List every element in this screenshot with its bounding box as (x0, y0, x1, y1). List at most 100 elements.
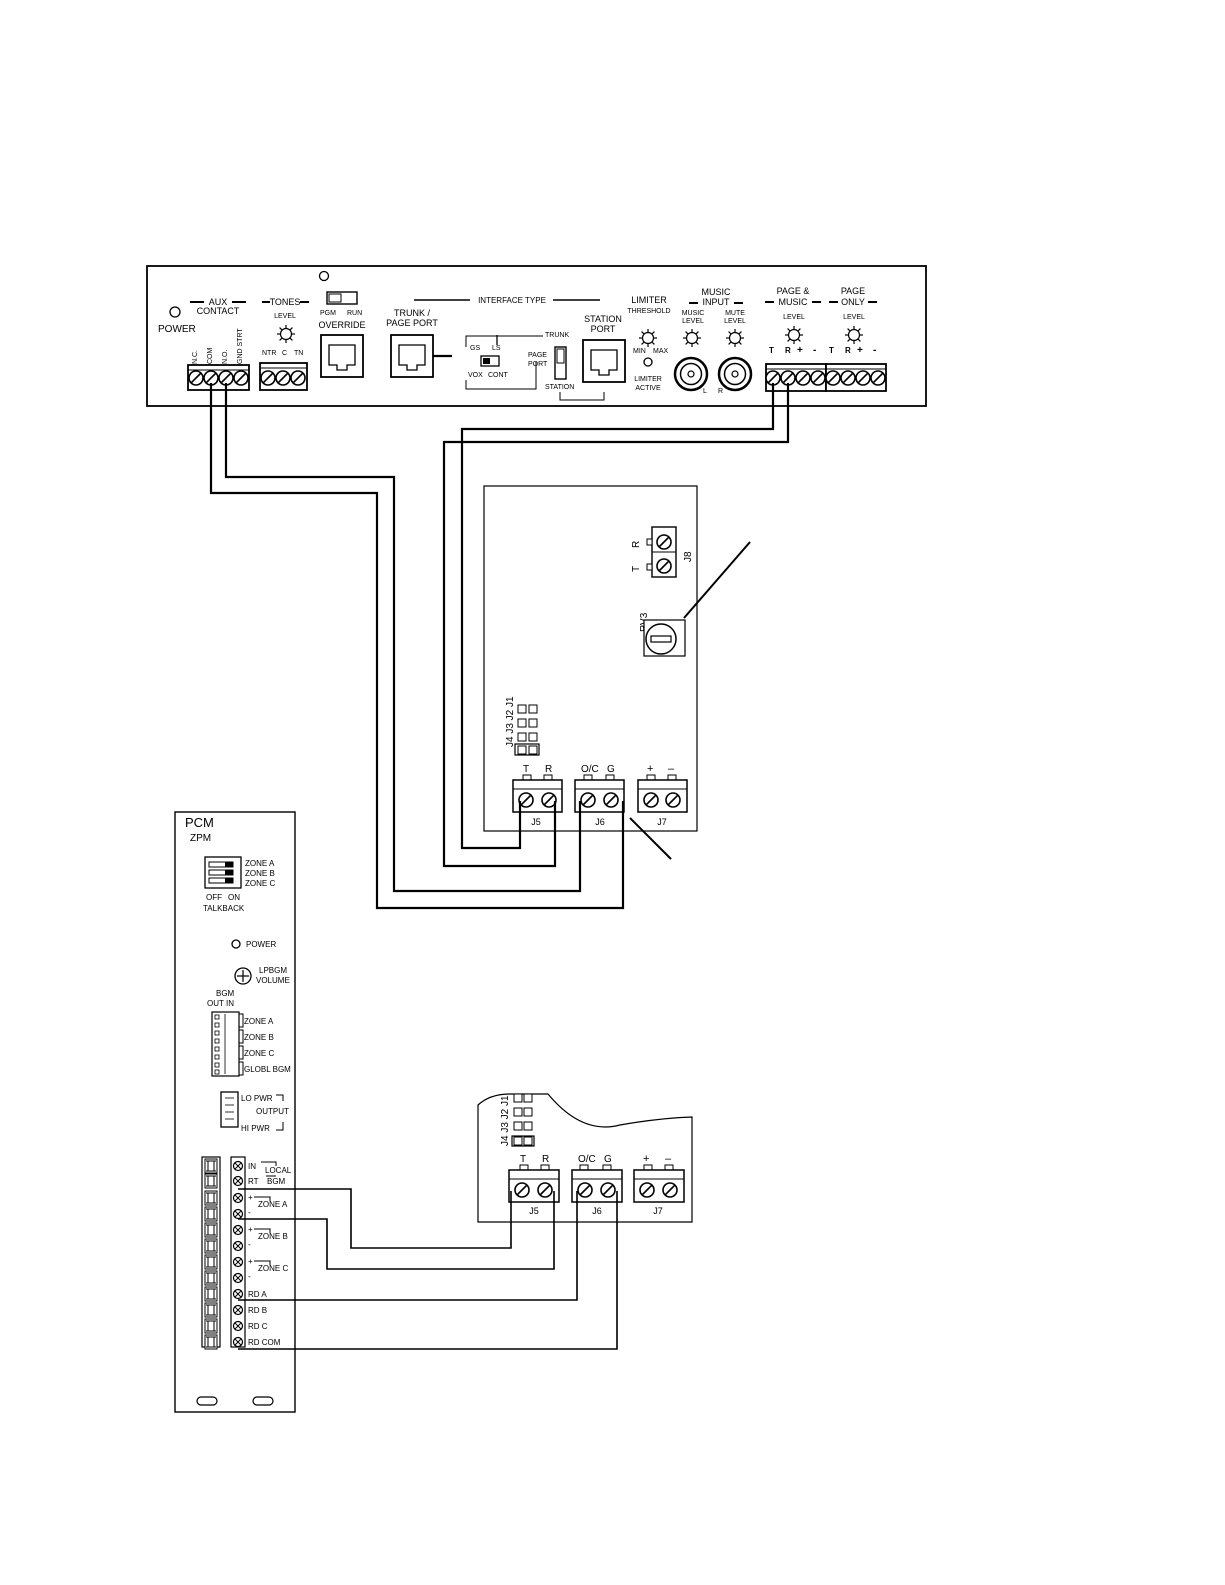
max-label: MAX (653, 348, 669, 355)
station-port-label-a: STATION (584, 314, 622, 324)
lower-j7-connector[interactable] (633, 1164, 685, 1203)
mute-level-knob-icon[interactable] (725, 328, 745, 348)
zone-c-terminal-label: ZONE C (258, 1264, 288, 1273)
svg-text:T: T (769, 346, 774, 355)
page-station-switch[interactable] (554, 346, 567, 380)
trunk-page-port-jack-icon[interactable] (390, 334, 434, 378)
lower-j6-oc-label: O/C (578, 1154, 596, 1165)
lpbgm-volume-knob-icon[interactable] (234, 967, 252, 985)
lower-j5-t-label: T (520, 1154, 526, 1165)
c-label: C (282, 350, 287, 357)
tones-level-label: LEVEL (274, 313, 296, 320)
pcm-power-label: POWER (246, 940, 276, 949)
gs-ls-switch[interactable] (480, 355, 500, 367)
j8-t-label: T (631, 566, 642, 572)
off-label: OFF (206, 893, 222, 902)
j6-g-label: G (607, 764, 615, 775)
aux-label: AUX (209, 297, 228, 307)
tn-label: TN (294, 350, 303, 357)
lower-j5-r-label: R (542, 1154, 549, 1165)
talkback-zone-c-label: ZONE C (245, 879, 275, 888)
page-port-label-2a: PAGE (528, 352, 547, 359)
page-music-terminal-labels: T R + - (769, 345, 816, 356)
page-only-level-knob-icon[interactable] (844, 325, 864, 345)
output-power-switch[interactable] (220, 1091, 239, 1128)
rd-a-label: RD A (248, 1290, 267, 1299)
lower-j6-label: J6 (592, 1206, 602, 1216)
svg-text:R: R (845, 346, 851, 355)
bgm-label: BGM (216, 989, 235, 998)
j8-connector[interactable] (646, 526, 677, 578)
trunk-label-2: TRUNK (545, 332, 569, 339)
lower-j6-g-label: G (604, 1154, 612, 1165)
wire-rd-a-to-j6-oc (238, 1191, 578, 1301)
j6-label: J6 (595, 817, 605, 827)
on-label: ON (228, 893, 240, 902)
svg-text:T: T (829, 346, 834, 355)
lower-circuit-board: J4 J3 J2 J1 T R J5 O/C G J6 + – (477, 1093, 693, 1223)
lower-j7-plus-label: + (643, 1153, 649, 1165)
wire-rd-com-to-j6-g (238, 1191, 618, 1350)
aux-terminal-block[interactable] (187, 364, 250, 391)
lower-j5-connector[interactable] (508, 1164, 560, 1203)
rv3-potentiometer-icon[interactable] (643, 619, 686, 657)
min-label: MIN (633, 348, 646, 355)
out-in-label: OUT IN (207, 999, 234, 1008)
limiter-threshold-knob-icon[interactable] (638, 328, 658, 348)
volume-label: VOLUME (256, 976, 290, 985)
hi-pwr-label: HI PWR (241, 1124, 270, 1133)
zone-a-plus-label: + (248, 1193, 253, 1202)
pgm-run-switch[interactable] (326, 291, 358, 305)
tones-level-knob-icon[interactable] (276, 324, 296, 344)
lower-j5-label: J5 (529, 1206, 539, 1216)
bgm-dip-switch[interactable] (211, 1011, 240, 1077)
j6-connector[interactable] (574, 774, 625, 813)
page-port-label: PAGE PORT (386, 318, 438, 328)
limiter-active-label-a: LIMITER (634, 376, 662, 383)
rv3-callout-line (683, 541, 751, 619)
wiring (209, 383, 790, 1350)
ls-label: LS (492, 345, 501, 352)
music-level-knob-icon[interactable] (682, 328, 702, 348)
page-only-terminal-block[interactable] (825, 363, 887, 392)
aux-terminal-labels: N.C. COM N.O. GND STRT (192, 328, 244, 364)
page-port-label-2b: PORT (528, 361, 548, 368)
page-only-level-label: LEVEL (843, 314, 865, 321)
page-only-terminal-labels: T R + - (829, 345, 876, 356)
rt-label: RT (248, 1177, 259, 1186)
zpm-subtitle: ZPM (190, 833, 211, 844)
contact-label: CONTACT (197, 306, 240, 316)
j7-connector[interactable] (637, 774, 688, 813)
station-port-jack-icon[interactable] (582, 339, 626, 383)
jumper-block[interactable] (514, 704, 540, 756)
limiter-active-label-b: ACTIVE (635, 385, 661, 392)
j7-label: J7 (657, 817, 667, 827)
zone-a-minus-label: - (248, 1208, 251, 1217)
wire-zone-a-minus-to-j5-r (238, 1191, 555, 1270)
zone-c-plus-label: + (248, 1257, 253, 1266)
ntr-label: NTR (262, 350, 276, 357)
station-label: STATION (545, 384, 574, 391)
page-music-level-knob-icon[interactable] (784, 325, 804, 345)
svg-text:N.O.: N.O. (222, 350, 229, 364)
bgm-terminal-label: BGM (267, 1177, 286, 1186)
rd-c-label: RD C (248, 1322, 268, 1331)
tones-terminal-block[interactable] (259, 362, 308, 391)
zone-b-minus-label: - (248, 1240, 251, 1249)
lower-j6-connector[interactable] (571, 1164, 623, 1203)
bgm-zone-a-label: ZONE A (244, 1017, 274, 1026)
pcm-title: PCM (185, 815, 214, 830)
in-label: IN (248, 1162, 256, 1171)
talkback-dip-switch[interactable] (204, 856, 242, 889)
threshold-label: THRESHOLD (627, 308, 670, 315)
lower-jumper-block[interactable] (511, 1093, 535, 1147)
music-input-right-jack-icon[interactable] (717, 356, 753, 392)
music-input-left-jack-icon[interactable] (673, 356, 709, 392)
override-jack-icon[interactable] (320, 334, 364, 378)
station-port-label-b: PORT (591, 324, 616, 334)
pcm-power-led-icon (231, 939, 241, 949)
page-music-terminal-block[interactable] (765, 363, 827, 392)
j5-connector[interactable] (512, 774, 563, 813)
svg-text:N.C.: N.C. (192, 350, 199, 364)
j5-t-label: T (523, 764, 529, 775)
